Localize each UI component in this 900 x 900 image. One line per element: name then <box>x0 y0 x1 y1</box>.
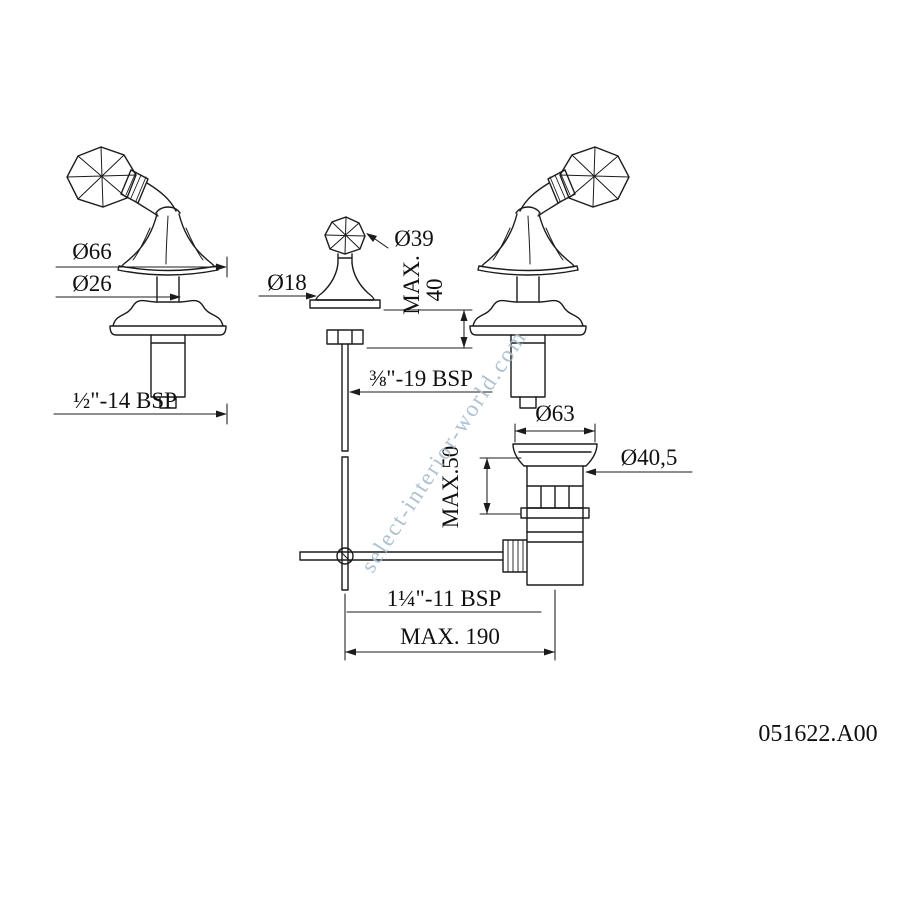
arrow-center-thread <box>349 388 360 396</box>
drain-knurl-hatch <box>507 539 524 573</box>
arrow-max50-bottom <box>483 503 491 514</box>
dim-label-d18: Ø18 <box>267 270 307 295</box>
drain-flange <box>512 443 598 467</box>
popup-knob-facets <box>324 216 366 255</box>
drain-shoulder <box>520 507 590 519</box>
arrow-max40-bottom <box>460 337 468 348</box>
dim-line-max190 <box>344 589 556 661</box>
arrow-max190-left <box>345 648 356 656</box>
dim-label-left-thread: ½"-14 BSP <box>73 388 177 413</box>
arrow-d63-right <box>584 427 595 435</box>
popup-rod <box>341 343 349 591</box>
dim-label-d39: Ø39 <box>394 226 434 251</box>
dimension-arrowheads <box>170 233 596 656</box>
product-code: 051622.A00 <box>758 721 877 747</box>
arrow-d66 <box>216 263 227 271</box>
dim-line-d63 <box>514 423 596 443</box>
dim-label-max40-word: MAX. <box>399 255 424 314</box>
dim-label-d405: Ø40,5 <box>621 445 678 470</box>
popup-rod-drawing <box>299 216 504 591</box>
horizontal-linkage-rod <box>299 551 504 561</box>
dim-leader-d39 <box>374 238 389 249</box>
watermark-text: select-interior-world.com <box>356 325 532 577</box>
arrow-max50-top <box>483 458 491 469</box>
dimension-labels: Ø66 Ø26 ½"-14 BSP Ø18 Ø39 MAX. 40 ⅜"-19 … <box>72 226 677 649</box>
rod-clamp-screw <box>336 547 354 565</box>
arrow-d26 <box>170 293 181 301</box>
arrow-d39 <box>366 233 377 242</box>
arrow-d63-left <box>515 427 526 435</box>
drain-body <box>526 465 584 586</box>
drain-body-lines <box>526 531 584 543</box>
popup-collar <box>337 253 353 264</box>
arrow-max190-right <box>544 648 555 656</box>
arrow-left-thread <box>216 410 227 418</box>
dim-label-max190: MAX. 190 <box>400 624 500 649</box>
popup-base-plate <box>309 299 381 309</box>
dim-label-d26: Ø26 <box>72 271 112 296</box>
arrow-d405 <box>585 468 596 476</box>
popup-trumpet-base <box>315 262 375 301</box>
arrow-max40-top <box>460 310 468 321</box>
dim-label-center-thread: ⅜"-19 BSP <box>369 366 473 391</box>
drain-drawing <box>502 443 598 586</box>
dim-label-max40-value: 40 <box>422 279 447 302</box>
popup-mounting-nut <box>326 329 364 345</box>
arrow-d18 <box>306 292 317 300</box>
dim-label-max50: MAX.50 <box>438 446 463 528</box>
dim-label-d66: Ø66 <box>72 239 112 264</box>
dim-label-d63: Ø63 <box>535 401 575 426</box>
dim-label-drain-thread: 1¼"-11 BSP <box>387 586 502 611</box>
drain-grate <box>526 485 584 509</box>
